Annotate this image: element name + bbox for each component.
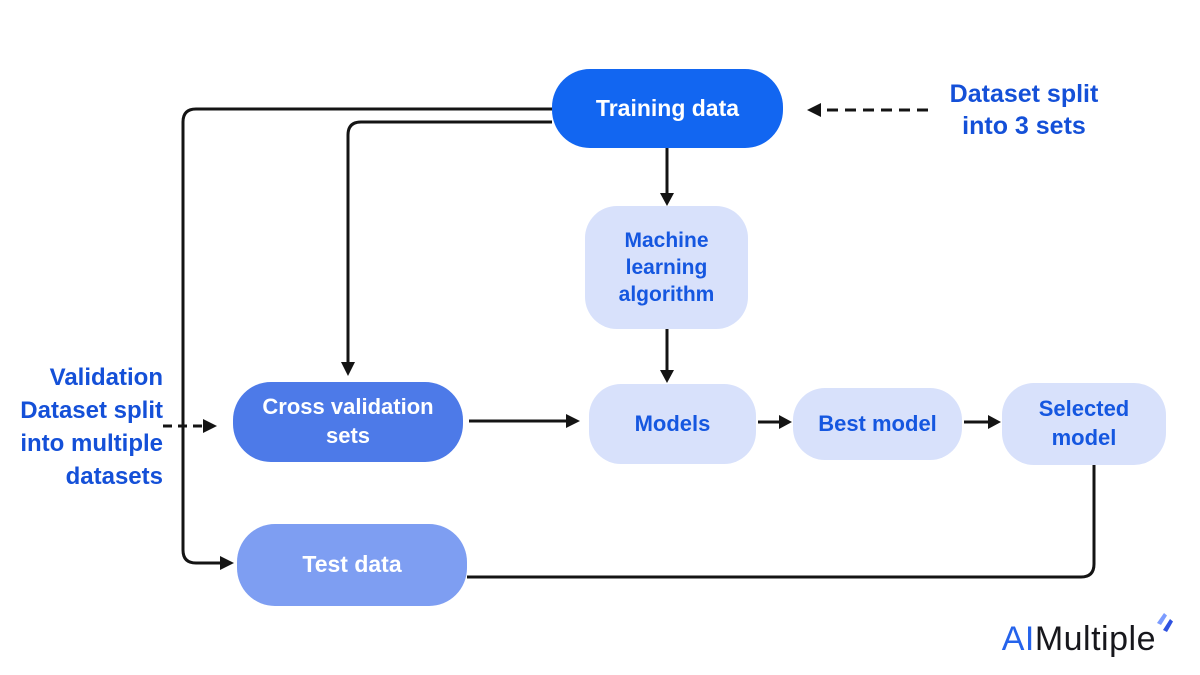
connector-training-to-crossval xyxy=(346,120,552,363)
node-training-data: Training data xyxy=(552,69,783,148)
arrowhead-down-ml xyxy=(660,193,674,206)
logo-multiple-text: Multiple xyxy=(1034,620,1156,658)
note-dataset-split: Dataset split into 3 sets xyxy=(938,78,1110,142)
node-selected-model: Selected model xyxy=(1002,383,1166,465)
node-best-model: Best model xyxy=(793,388,962,460)
node-ml-algorithm: Machine learning algorithm xyxy=(585,206,748,329)
note-validation-line1: Validation xyxy=(49,364,163,391)
arrowhead-down-crossval xyxy=(341,362,355,376)
arrowhead-right-best xyxy=(779,415,792,429)
arrowhead-down-models xyxy=(660,370,674,383)
note-dataset-split-line1: Dataset split xyxy=(949,80,1099,108)
note-dataset-split-line2: into 3 sets xyxy=(962,112,1086,140)
note-validation-line2: Dataset split xyxy=(20,397,163,424)
arrowhead-right-crossval-dashed xyxy=(203,419,217,433)
arrowhead-right-selected xyxy=(988,415,1001,429)
arrowhead-right-testdata xyxy=(220,556,234,570)
node-cross-validation: Cross validation sets xyxy=(233,382,463,462)
connector-training-to-test xyxy=(181,107,552,565)
arrowhead-left-training xyxy=(807,103,821,117)
note-validation-line4: datasets xyxy=(65,463,163,490)
logo-ai-text: AI xyxy=(1001,620,1035,658)
node-test-data: Test data xyxy=(237,524,467,606)
arrowhead-right-models xyxy=(566,414,580,428)
note-validation-line3: into multiple xyxy=(20,430,163,457)
note-validation-split: Validation Dataset split into multiple d… xyxy=(3,361,163,493)
logo-bolt-icon xyxy=(1157,613,1173,632)
node-models: Models xyxy=(589,384,756,464)
connector-selected-to-test xyxy=(467,465,1096,579)
